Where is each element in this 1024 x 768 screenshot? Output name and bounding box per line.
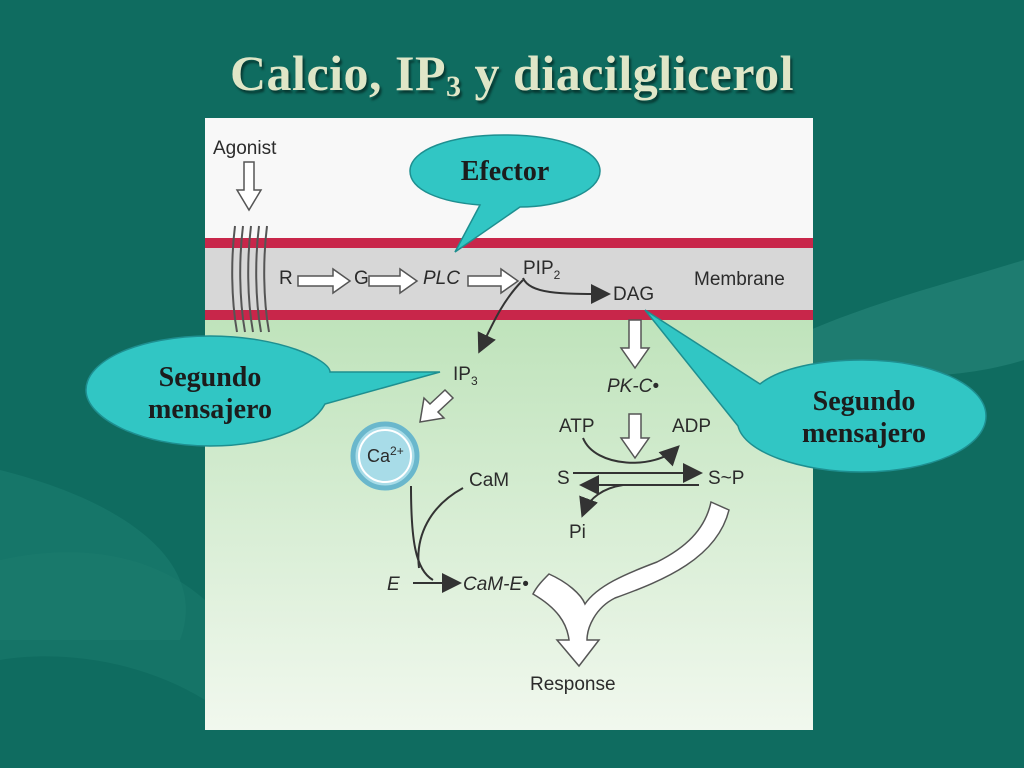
plc-to-pip2-arrow — [467, 267, 520, 295]
pip2-to-ip3-arrow — [477, 279, 524, 354]
response-label: Response — [530, 674, 616, 695]
ip3-label: IP3 — [453, 364, 478, 388]
response-arrow — [532, 500, 730, 668]
sp-label: S~P — [708, 468, 745, 489]
e-label: E — [387, 574, 400, 595]
ca-to-e-curve — [410, 485, 434, 581]
agonist-arrow — [235, 161, 263, 212]
membrane-top-band — [205, 238, 813, 248]
slide-title: Calcio, IP3 y diacilglicerol — [229, 45, 795, 103]
efector-callout-text: Efector — [460, 156, 550, 187]
segundo-left-callout-text: Segundo mensajero — [148, 362, 272, 425]
pip2-label: PIP2 — [523, 258, 561, 282]
plc-label: PLC — [423, 268, 460, 289]
adp-label: ADP — [672, 416, 712, 437]
g-to-plc-arrow — [368, 267, 419, 295]
agonist-label: Agonist — [213, 138, 277, 159]
membrane-bottom-band — [205, 310, 813, 320]
atp-label: ATP — [559, 416, 595, 437]
cam-curve — [417, 487, 464, 569]
came-label: CaM-E• — [463, 574, 529, 595]
dag-to-pkc-arrow — [619, 319, 651, 370]
dag-label: DAG — [613, 284, 655, 305]
pkc-to-sp-arrow — [619, 413, 651, 460]
pkc-label: PK-C• — [607, 376, 660, 397]
segundo-right-callout-text: Segundo mensajero — [802, 386, 926, 449]
receptor-helices — [231, 225, 270, 333]
pip2-to-dag-arrow — [522, 277, 611, 304]
pi-label: Pi — [569, 522, 586, 543]
s-label: S — [557, 468, 570, 489]
r-label: R — [279, 268, 293, 289]
pi-release-curve — [579, 484, 624, 518]
calcium-label: Ca2+ — [367, 444, 404, 466]
g-label: G — [354, 268, 369, 289]
cam-label: CaM — [469, 470, 510, 491]
membrane-label: Membrane — [694, 269, 785, 290]
r-to-g-arrow — [297, 267, 352, 295]
